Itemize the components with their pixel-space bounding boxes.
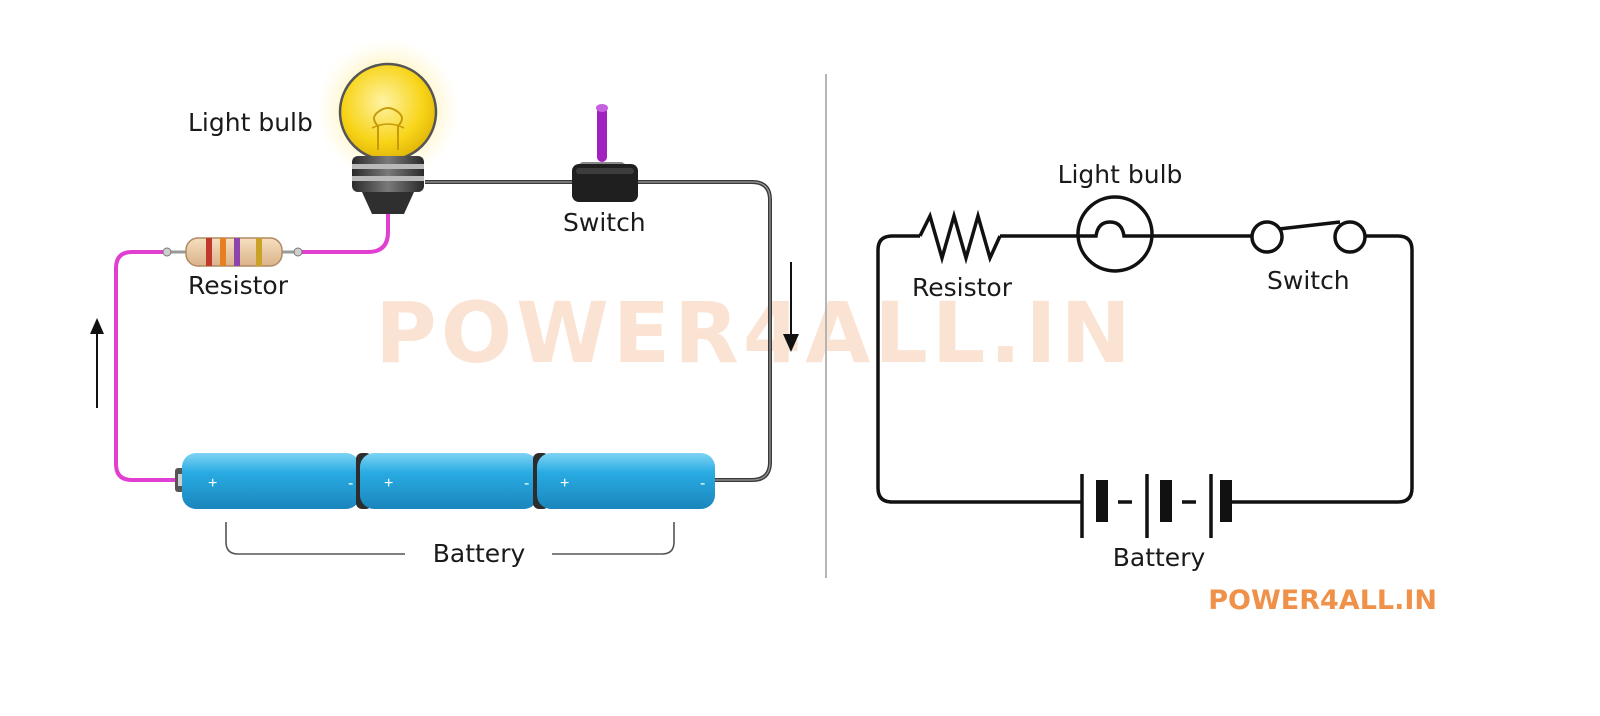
pictorial-bulb-label: Light bulb (188, 108, 313, 137)
svg-text:+: + (560, 475, 569, 492)
light-bulb-icon (316, 38, 460, 214)
battery-pack-icon: + - + - + - (175, 453, 715, 509)
toggle-switch-icon (572, 104, 638, 202)
pictorial-circuit: Light bulb Switch Resistor (90, 38, 799, 568)
schematic-switch-label: Switch (1267, 266, 1350, 295)
current-arrow-down-icon (783, 262, 799, 352)
pictorial-resistor-label: Resistor (188, 271, 289, 300)
current-arrow-up-icon (90, 318, 104, 408)
schematic-bulb-label: Light bulb (1058, 160, 1183, 189)
pictorial-battery-label: Battery (433, 539, 526, 568)
pictorial-switch-label: Switch (563, 208, 646, 237)
battery-cell: + - (182, 453, 360, 509)
battery-bracket (225, 522, 675, 555)
schematic-switch-symbol (1250, 220, 1367, 254)
svg-text:+: + (384, 475, 393, 492)
battery-cell: + - (537, 453, 715, 509)
schematic-circuit (876, 195, 1414, 504)
wire-pink-top (300, 214, 390, 254)
wire-pink-left (114, 250, 182, 482)
watermark-text: POWER4ALL.IN (375, 284, 1135, 382)
schematic-resistor-label: Resistor (912, 273, 1013, 302)
svg-text:+: + (208, 475, 217, 492)
schematic-bulb-symbol (1076, 195, 1154, 273)
schematic-wire (876, 234, 1414, 504)
schematic-battery-symbol (1080, 474, 1232, 538)
resistor-icon (162, 237, 303, 267)
schematic-resistor-symbol (918, 209, 1002, 265)
svg-text:-: - (700, 475, 705, 492)
svg-text:-: - (524, 475, 529, 492)
battery-cell: + - (360, 453, 538, 509)
svg-text:-: - (348, 475, 353, 492)
brand-logo-text: POWER4ALL.IN (1208, 585, 1437, 616)
schematic-battery-label: Battery (1113, 543, 1206, 572)
